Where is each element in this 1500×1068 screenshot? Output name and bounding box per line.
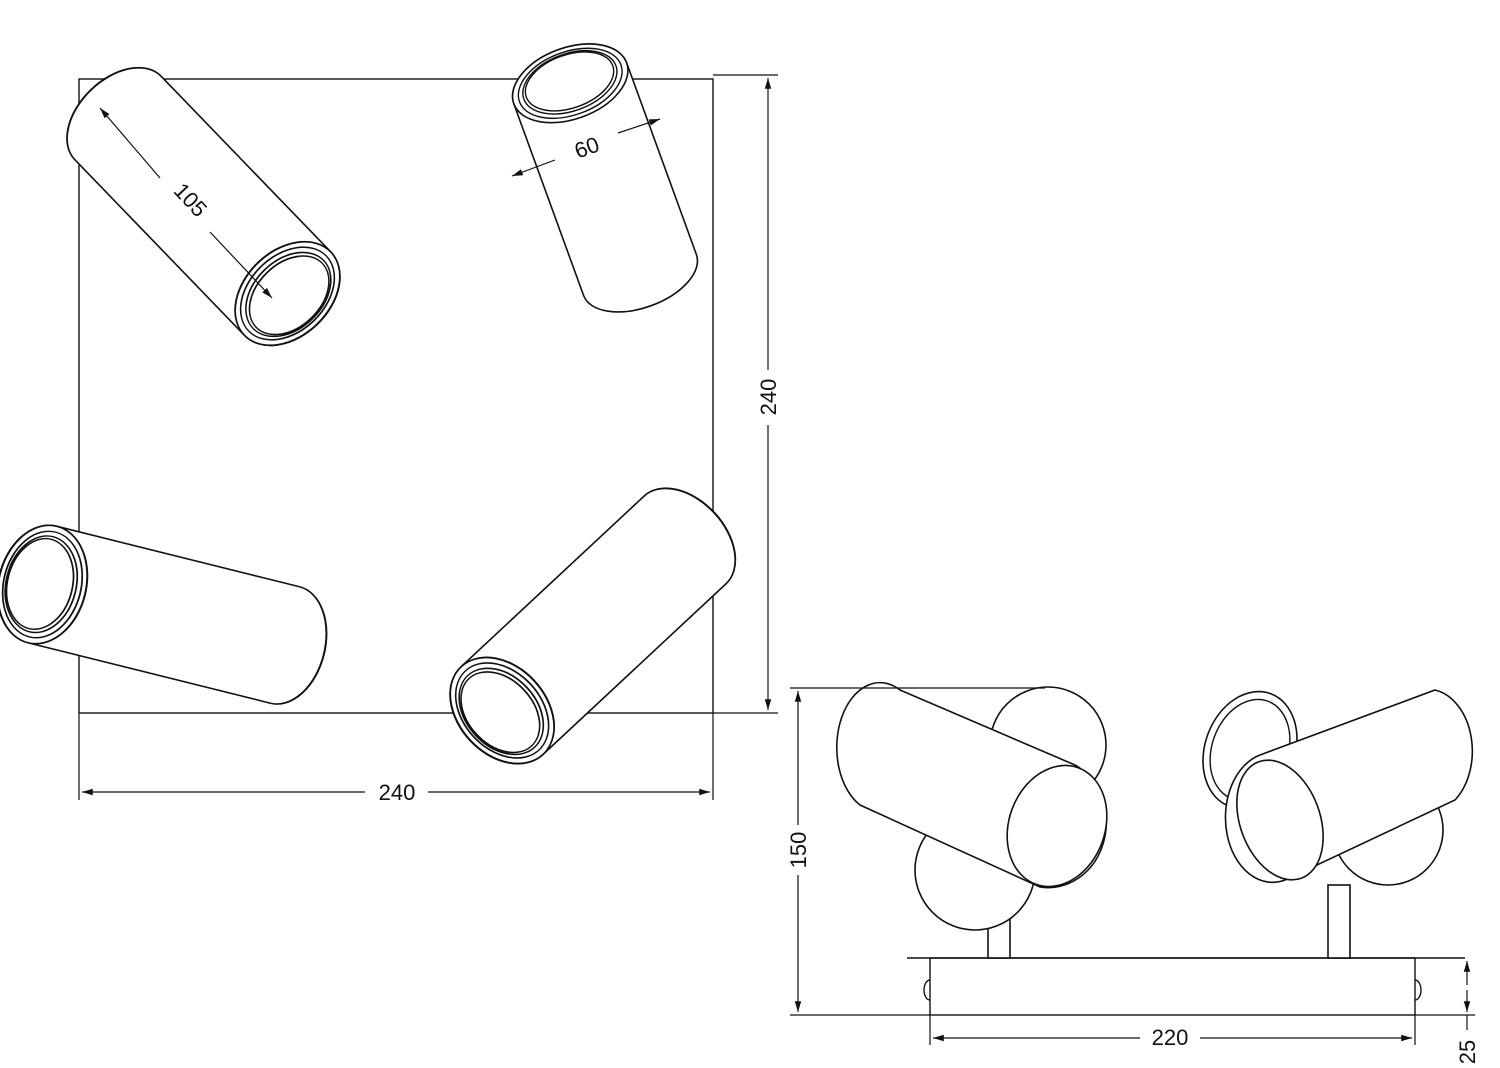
svg-text:240: 240	[379, 780, 416, 805]
dimension-base-height-25: 25	[1415, 961, 1480, 1064]
svg-text:220: 220	[1152, 1025, 1189, 1050]
dimension-height-240: 240	[713, 74, 781, 714]
svg-text:25: 25	[1455, 1040, 1480, 1064]
spotlight-bottom-left	[0, 514, 340, 714]
spotlight-bottom-right	[428, 467, 757, 786]
side-view	[835, 681, 1474, 1016]
dimension-base-length-220: 220	[929, 1015, 1416, 1050]
svg-text:240: 240	[756, 379, 781, 416]
base-plate-top-view	[78, 78, 714, 714]
spotlight-top-right	[500, 28, 709, 328]
dimension-width-240: 240	[78, 713, 714, 805]
svg-text:150: 150	[786, 832, 811, 869]
dimension-side-height-150: 150	[786, 687, 1045, 1016]
